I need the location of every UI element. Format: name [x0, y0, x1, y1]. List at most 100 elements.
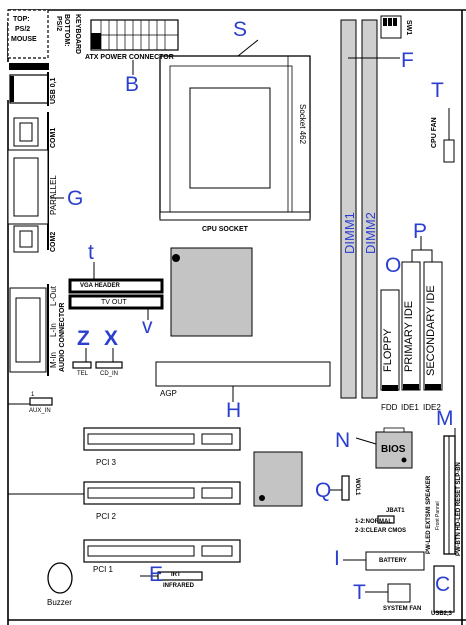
line-in-label: L-In [49, 323, 58, 337]
pci3-slot [83, 427, 241, 451]
callout-z: Z [77, 327, 90, 350]
agp-slot [155, 361, 331, 387]
callout-n: N [335, 429, 351, 452]
front-panel-label: Front Pannel [435, 501, 441, 530]
cpu-fan-connector [443, 139, 455, 163]
ps2-mid-label: PS/2 [15, 26, 31, 33]
line-out-label: L-Out [49, 285, 58, 306]
aux-in-label: AUX_IN [29, 408, 51, 414]
ps2-kb-label: PS/2 [55, 16, 62, 32]
usb-connector [9, 74, 49, 104]
audio-connector [9, 287, 47, 373]
system-fan-connector [387, 583, 411, 603]
dimm2-slot [361, 19, 378, 399]
tel-label: TEL [77, 371, 89, 377]
keyboard-label: KEYBOARD [74, 14, 81, 55]
vga-header-label: VGA HEADER [80, 283, 120, 289]
infrared-label: INFRARED [163, 583, 194, 589]
callout-o: O [385, 254, 402, 277]
ide1-label: IDE1 [401, 403, 419, 412]
cpu-socket-label: CPU SOCKET [202, 226, 248, 233]
pci3-label: PCI 3 [96, 458, 117, 467]
com2-connector [13, 225, 39, 253]
com2-label: COM2 [50, 231, 57, 252]
northbridge-chip [170, 247, 253, 337]
irt-label: IRT [171, 572, 181, 578]
pci1-slot [83, 539, 241, 563]
socket-462-label: Socket 462 [298, 104, 307, 145]
callout-p: P [413, 220, 428, 243]
battery [365, 551, 425, 571]
cpu-die [189, 87, 271, 189]
front-panel-top-pins: PW-LED EXTSMI SPEAKER [426, 475, 432, 554]
callout-t-bottom: T [353, 581, 366, 604]
callout-b: B [125, 73, 140, 96]
callout-f: F [401, 49, 414, 72]
southbridge-chip [253, 451, 303, 507]
callout-g: G [67, 187, 84, 210]
pci1-label: PCI 1 [93, 565, 114, 574]
agp-label: AGP [160, 389, 177, 398]
secondary-ide-label: SECONDARY IDE [425, 285, 437, 376]
sw1-label: SW1 [405, 20, 412, 36]
usb-label: USB 0,1 [50, 77, 57, 104]
primary-ide-label: PRIMARY IDE [403, 300, 415, 372]
com1-label: COM1 [50, 127, 57, 148]
audio-connector-label: AUDIO CONNECTOR [59, 302, 66, 372]
tel-header [72, 361, 92, 369]
aux-in-pin-label: 1 [31, 392, 35, 398]
callout-x: X [104, 327, 119, 350]
pci2-slot [83, 481, 241, 505]
dimm1-slot [340, 19, 357, 399]
cd-in-label: CD_IN [100, 371, 119, 377]
parallel-label: PARALLEL [49, 175, 58, 215]
aux-in-header [29, 397, 53, 406]
dimm1-label: DIMM1 [342, 212, 357, 254]
jbat1-normal-label: 1-2:NORMAL [355, 519, 392, 525]
callout-t-top: T [431, 79, 444, 102]
callout-h: H [226, 399, 242, 422]
callout-m: M [436, 407, 454, 430]
tv-out-label: TV OUT [101, 299, 127, 306]
mic-in-label: M-In [49, 352, 58, 368]
jbat1-label: JBAT1 [386, 508, 405, 514]
buzzer [47, 562, 73, 594]
tv-out-header [68, 294, 164, 310]
fdd-label: FDD [381, 403, 398, 412]
callout-c: C [435, 573, 451, 596]
callout-s: S [233, 18, 248, 41]
ide2-label: IDE2 [423, 403, 441, 412]
buzzer-label: Buzzer [47, 598, 72, 607]
usb23-label: USB2,3 [431, 611, 453, 617]
ps2-bar [9, 63, 49, 70]
front-panel-bottom-pins: PW-BTN HD-LED RESET SLP-BN [456, 462, 462, 556]
system-fan-label: SYSTEM FAN [383, 606, 422, 612]
callout-q: Q [315, 479, 332, 502]
cpu-fan-label: CPU FAN [431, 117, 438, 148]
bios-label: BIOS [381, 444, 406, 455]
vga-header [68, 278, 164, 294]
dimm2-label: DIMM2 [363, 212, 378, 254]
ps2-connector [7, 9, 49, 59]
ps2-top-label: TOP: [13, 16, 30, 23]
atx-power-label: ATX POWER CONNECTOR [85, 54, 174, 61]
wol1-header [341, 475, 350, 501]
floppy-label: FLOPPY [382, 328, 394, 372]
callout-e: E [149, 563, 164, 586]
pci2-label: PCI 2 [96, 512, 117, 521]
com1-connector [13, 117, 39, 147]
callout-v: v [142, 315, 153, 338]
jbat1-clear-label: 2-3:CLEAR CMOS [355, 528, 407, 534]
wol1-label: WOL1 [354, 478, 360, 496]
jbat1-jumper [377, 515, 395, 524]
ps2-mouse-label: MOUSE [11, 36, 37, 43]
callout-i: I [334, 547, 340, 570]
parallel-connector [7, 149, 49, 225]
usb23-header [433, 565, 455, 613]
battery-label: BATTERY [379, 558, 407, 564]
callout-t-lower: t [88, 241, 94, 264]
cd-in-header [95, 361, 123, 369]
bottom-label: BOTTOM: [63, 14, 70, 47]
